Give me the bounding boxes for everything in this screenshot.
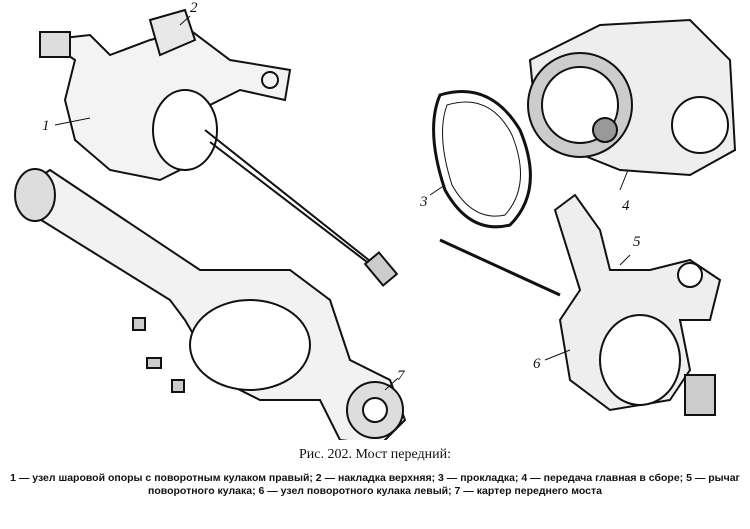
callout-3: 3 xyxy=(420,194,428,210)
final-drive-assembly xyxy=(527,18,737,191)
callout-2: 2 xyxy=(190,0,198,16)
callout-4: 4 xyxy=(622,198,630,214)
legend-line-1: 1 — узел шаровой опоры с поворотным кула… xyxy=(10,472,740,484)
legend-line-2: поворотного кулака; 6 — узел поворотного… xyxy=(148,485,602,497)
right-axle-shaft xyxy=(204,129,381,273)
right-ball-joint-assembly xyxy=(39,28,292,182)
callout-6: 6 xyxy=(533,356,541,372)
upper-plate xyxy=(148,8,197,57)
gasket xyxy=(429,90,532,229)
figure-legend: 1 — узел шаровой опоры с поворотным кула… xyxy=(4,472,746,498)
axle-housing xyxy=(14,168,407,440)
callout-7: 7 xyxy=(397,368,405,384)
callout-5: 5 xyxy=(633,234,641,250)
callout-1: 1 xyxy=(42,118,50,134)
left-steering-knuckle-assembly xyxy=(439,193,722,416)
fittings xyxy=(132,317,185,393)
figure-caption-title: Рис. 202. Мост передний: xyxy=(299,447,451,462)
front-axle-illustration xyxy=(14,8,737,440)
